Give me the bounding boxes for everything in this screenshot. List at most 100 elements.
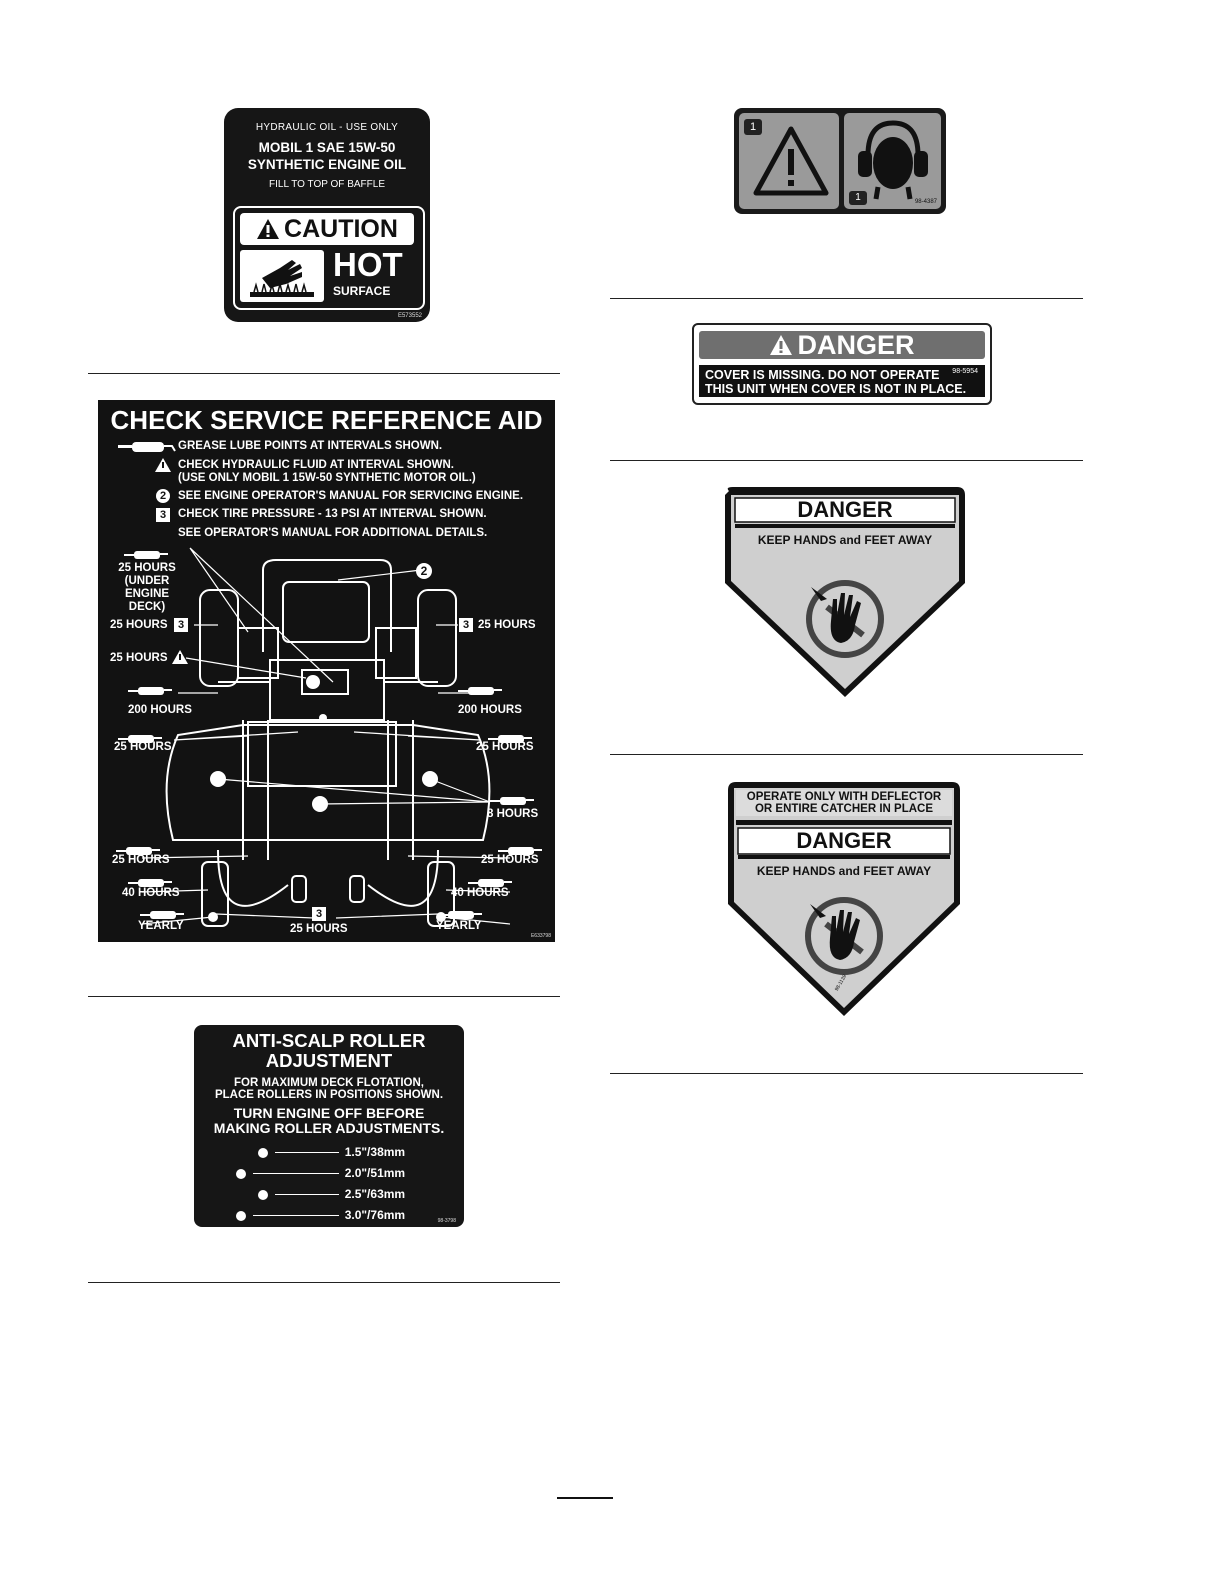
grease-gun-icon <box>498 847 542 855</box>
warning-triangle-icon <box>155 458 171 472</box>
keep-away-label: KEEP HANDS and FEET AWAY <box>757 533 933 547</box>
label-yearly-left: YEARLY <box>138 920 184 932</box>
grease-gun-icon <box>490 797 534 805</box>
reference-badge: 1 <box>744 119 762 135</box>
part-number: 98-4387 <box>914 199 937 205</box>
section-rule <box>88 1282 560 1283</box>
label-40-right: 40 HOURS <box>451 887 509 899</box>
roller-row: 3.0"/76mm <box>236 1208 405 1222</box>
label-25-left: 25 HOURS <box>114 741 172 753</box>
decal-text: COVER IS MISSING. DO NOT OPERATE <box>705 368 940 382</box>
section-rule <box>88 996 560 997</box>
reference-badge: 1 <box>849 191 867 205</box>
grease-gun-icon <box>468 879 512 887</box>
warning-triangle-icon <box>257 219 280 239</box>
label-under-engine: 25 HOURS (UNDER ENGINE DECK) <box>118 562 176 613</box>
ear-protection-panel: 1 98-4387 <box>844 113 941 209</box>
section-rule <box>610 460 1083 461</box>
legend-line: CHECK TIRE PRESSURE - 13 PSI AT INTERVAL… <box>178 508 487 520</box>
decal-text: OPERATE ONLY WITH DEFLECTOR <box>746 791 942 803</box>
caution-bar: CAUTION <box>240 213 414 245</box>
grease-gun-icon <box>458 687 502 695</box>
danger-bar: DANGER <box>699 331 985 359</box>
hot-hand-icon <box>240 250 324 302</box>
roller-height: 2.0"/51mm <box>344 1166 406 1180</box>
decal-warning: MAKING ROLLER ADJUSTMENTS. <box>213 1120 445 1136</box>
roller-height: 2.5"/63mm <box>344 1187 406 1201</box>
decal-title: ANTI-SCALP ROLLER <box>232 1030 426 1051</box>
legend-line: SEE OPERATOR'S MANUAL FOR ADDITIONAL DET… <box>178 527 488 539</box>
danger-label: DANGER <box>797 497 893 522</box>
part-number: 98-3798 <box>437 1218 456 1224</box>
label-front-right: 25 HOURS <box>481 854 539 866</box>
danger-label: DANGER <box>796 828 892 853</box>
section-rule <box>610 754 1083 755</box>
hands-feet-danger-decal: DANGER KEEP HANDS and FEET AWAY <box>721 485 969 699</box>
part-number: 98-5954 <box>952 368 978 375</box>
deflector-text: OPERATE ONLY WITH DEFLECTOR OR ENTIRE CA… <box>736 791 952 815</box>
decal-text: FOR MAXIMUM DECK FLOTATION, <box>234 1077 424 1089</box>
engine-number-badge: 2 <box>416 563 432 579</box>
roller-height: 3.0"/76mm <box>344 1208 406 1222</box>
legend-line: (USE ONLY MOBIL 1 15W-50 SYNTHETIC MOTOR… <box>178 472 476 484</box>
warning-triangle-icon <box>753 126 829 196</box>
label-front-tire: 25 HOURS <box>290 923 348 935</box>
roller-height: 1.5"/38mm <box>344 1145 406 1159</box>
grease-gun-icon <box>438 911 482 919</box>
grease-gun-icon <box>124 551 168 559</box>
label-yearly-right: YEARLY <box>436 920 482 932</box>
decal-warning: TURN ENGINE OFF BEFORE <box>233 1105 425 1121</box>
engine-number-badge: 2 <box>156 489 170 503</box>
tire-number-badge: 3 <box>312 907 326 921</box>
decal-text: HYDRAULIC OIL - USE ONLY <box>255 122 399 133</box>
roller-row: 2.5"/63mm <box>258 1187 405 1201</box>
label-200-left: 200 HOURS <box>128 704 192 716</box>
label-tire-right: 25 HOURS <box>478 619 536 631</box>
caution-panel: CAUTION HOT SURFACE <box>233 206 425 310</box>
warning-triangle-icon <box>172 650 188 664</box>
decal-title: ADJUSTMENT <box>265 1050 393 1071</box>
hot-label: HOT <box>333 246 403 283</box>
tire-number-badge: 3 <box>174 618 188 632</box>
grease-gun-icon <box>116 847 160 855</box>
grease-gun-icon <box>488 735 532 743</box>
service-reference-decal: CHECK SERVICE REFERENCE AID GREASE LUBE … <box>98 400 555 942</box>
label-40-left: 40 HOURS <box>122 887 180 899</box>
surface-label: SURFACE <box>333 284 391 298</box>
grease-gun-icon <box>118 735 162 743</box>
decal-text: OR ENTIRE CATCHER IN PLACE <box>754 803 934 815</box>
warning-panel: 1 <box>739 113 839 209</box>
legend-line: SEE ENGINE OPERATOR'S MANUAL FOR SERVICI… <box>178 490 524 502</box>
legend-line: GREASE LUBE POINTS AT INTERVALS SHOWN. <box>178 440 443 452</box>
label-tire-left: 25 HOURS <box>110 619 168 631</box>
hearing-warning-decal: 1 1 98-4387 <box>734 108 946 214</box>
no-hand-icon <box>806 580 884 658</box>
no-hand-icon <box>805 897 883 975</box>
decal-shape <box>725 487 965 697</box>
legend-line: CHECK HYDRAULIC FLUID AT INTERVAL SHOWN. <box>178 459 454 471</box>
roller-row: 1.5"/38mm <box>258 1145 405 1159</box>
part-number: E573552 <box>397 313 422 319</box>
section-rule <box>610 298 1083 299</box>
grease-gun-icon <box>118 442 176 452</box>
warning-triangle-icon <box>770 335 793 355</box>
part-number: E633798 <box>530 933 551 939</box>
label-hydraulic: 25 HOURS <box>110 652 168 664</box>
deflector-danger-decal: OPERATE ONLY WITH DEFLECTOR OR ENTIRE CA… <box>724 780 964 1018</box>
tire-number-badge: 3 <box>459 618 473 632</box>
caution-label: CAUTION <box>284 215 398 243</box>
decal-text: FILL TO TOP OF BAFFLE <box>269 179 385 190</box>
cover-message: COVER IS MISSING. DO NOT OPERATE THIS UN… <box>699 365 985 397</box>
label-200-right: 200 HOURS <box>458 704 522 716</box>
danger-label: DANGER <box>797 330 915 360</box>
grease-gun-icon <box>128 687 172 695</box>
label-8-hours: 8 HOURS <box>487 808 539 820</box>
decal-title: CHECK SERVICE REFERENCE AID <box>110 405 543 435</box>
label-25-right: 25 HOURS <box>476 741 534 753</box>
anti-scalp-decal: ANTI-SCALP ROLLER ADJUSTMENT FOR MAXIMUM… <box>194 1025 464 1227</box>
decal-text: MOBIL 1 SAE 15W-50 <box>258 140 396 155</box>
decal-text: THIS UNIT WHEN COVER IS NOT IN PLACE. <box>705 382 967 396</box>
page-number-rule <box>557 1497 613 1499</box>
grease-gun-icon <box>128 879 172 887</box>
section-rule <box>88 373 560 374</box>
